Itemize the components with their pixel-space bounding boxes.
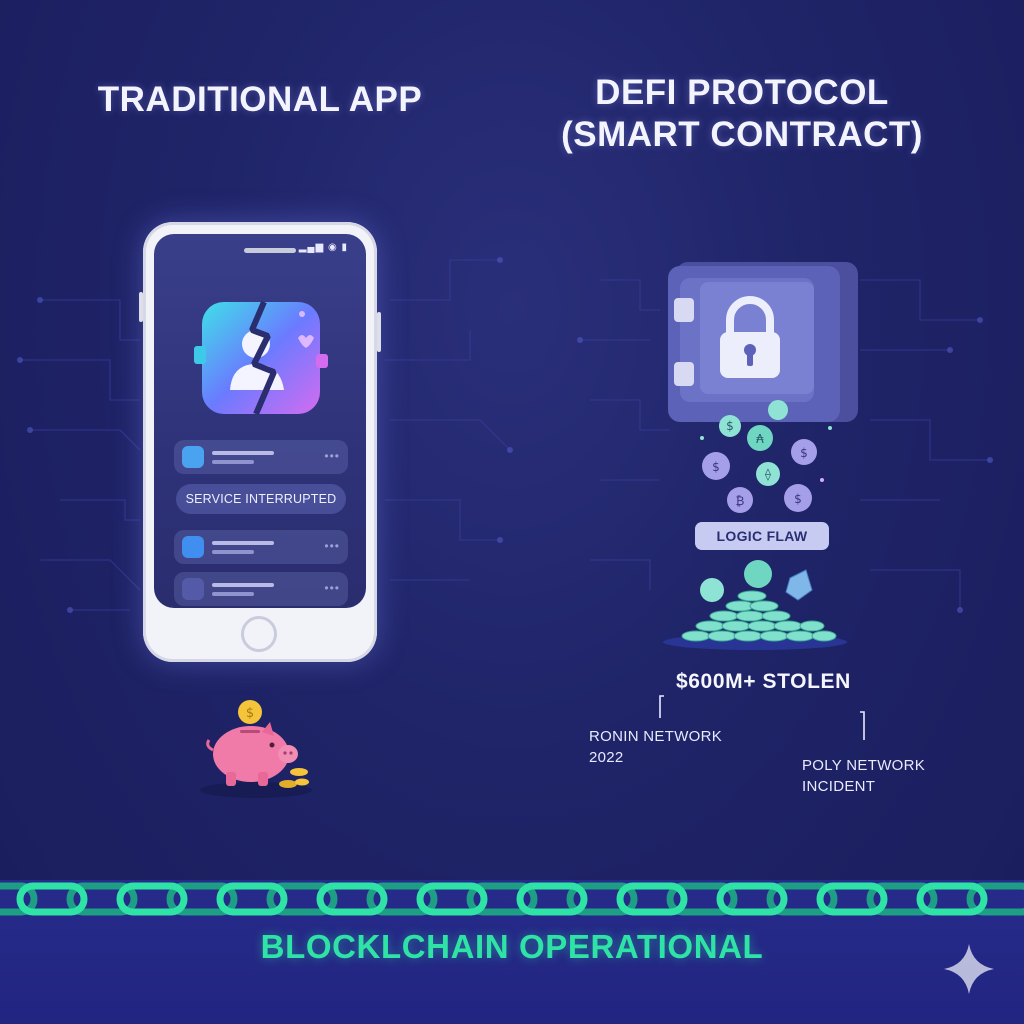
phone-screen: ▂▄▆ ◉ ▮ ••• SERVICE INTERRUPTED <box>154 234 366 608</box>
vault-icon <box>668 262 858 422</box>
avatar <box>182 578 204 600</box>
svg-text:$: $ <box>794 492 802 506</box>
phone-speaker <box>244 248 296 253</box>
piggy-bank-icon: $ <box>200 700 312 798</box>
more-icon: ••• <box>324 581 340 595</box>
svg-text:$: $ <box>726 419 734 433</box>
defi-title-line1: DEFI PROTOCOL <box>595 73 889 112</box>
phone-side-button <box>139 292 143 322</box>
lock-icon <box>720 296 780 378</box>
ronin-network-callout: RONIN NETWORK 2022 <box>589 726 722 768</box>
poly-line1: POLY NETWORK <box>802 757 926 774</box>
smartphone: ▂▄▆ ◉ ▮ ••• SERVICE INTERRUPTED <box>139 222 381 662</box>
more-icon: ••• <box>324 539 340 553</box>
avatar <box>182 446 204 468</box>
falling-coins: $ ₳ $ $ ⟠ $ ₿ <box>700 400 832 513</box>
svg-text:⟠: ⟠ <box>765 467 771 481</box>
list-item: ••• <box>174 530 348 564</box>
svg-text:$: $ <box>712 460 720 474</box>
phone-side-button <box>377 312 381 352</box>
avatar <box>182 536 204 558</box>
sparkle-icon <box>944 944 994 994</box>
home-button <box>241 616 277 652</box>
list-item: ••• <box>174 572 348 606</box>
svg-text:₳: ₳ <box>756 432 764 446</box>
ronin-line1: RONIN NETWORK <box>589 728 723 745</box>
circuit-background <box>17 257 993 613</box>
ronin-line2: 2022 <box>589 749 624 766</box>
svg-text:₿: ₿ <box>736 494 745 508</box>
svg-text:$: $ <box>246 706 254 721</box>
poly-line2: INCIDENT <box>802 778 876 795</box>
svg-text:$: $ <box>800 446 808 460</box>
defi-protocol-title: DEFI PROTOCOL (SMART CONTRACT) <box>552 72 932 156</box>
logic-flaw-label: LOGIC FLAW <box>695 522 829 550</box>
poly-network-callout: POLY NETWORK INCIDENT <box>802 755 925 797</box>
chain-icon <box>0 882 1024 916</box>
broken-app-icon <box>194 300 328 416</box>
service-interrupted-banner: SERVICE INTERRUPTED <box>176 484 346 514</box>
callout-brackets <box>659 695 865 740</box>
blockchain-operational-label: BLOCKLCHAIN OPERATIONAL <box>260 928 764 965</box>
coin-pile <box>663 560 847 650</box>
list-item: ••• <box>174 440 348 474</box>
defi-title-line2: (SMART CONTRACT) <box>561 115 923 154</box>
signal-icon: ▂▄▆ ◉ ▮ <box>298 242 348 253</box>
more-icon: ••• <box>324 449 340 463</box>
stolen-amount-label: $600M+ STOLEN <box>676 670 851 693</box>
traditional-app-title: TRADITIONAL APP <box>97 80 423 119</box>
